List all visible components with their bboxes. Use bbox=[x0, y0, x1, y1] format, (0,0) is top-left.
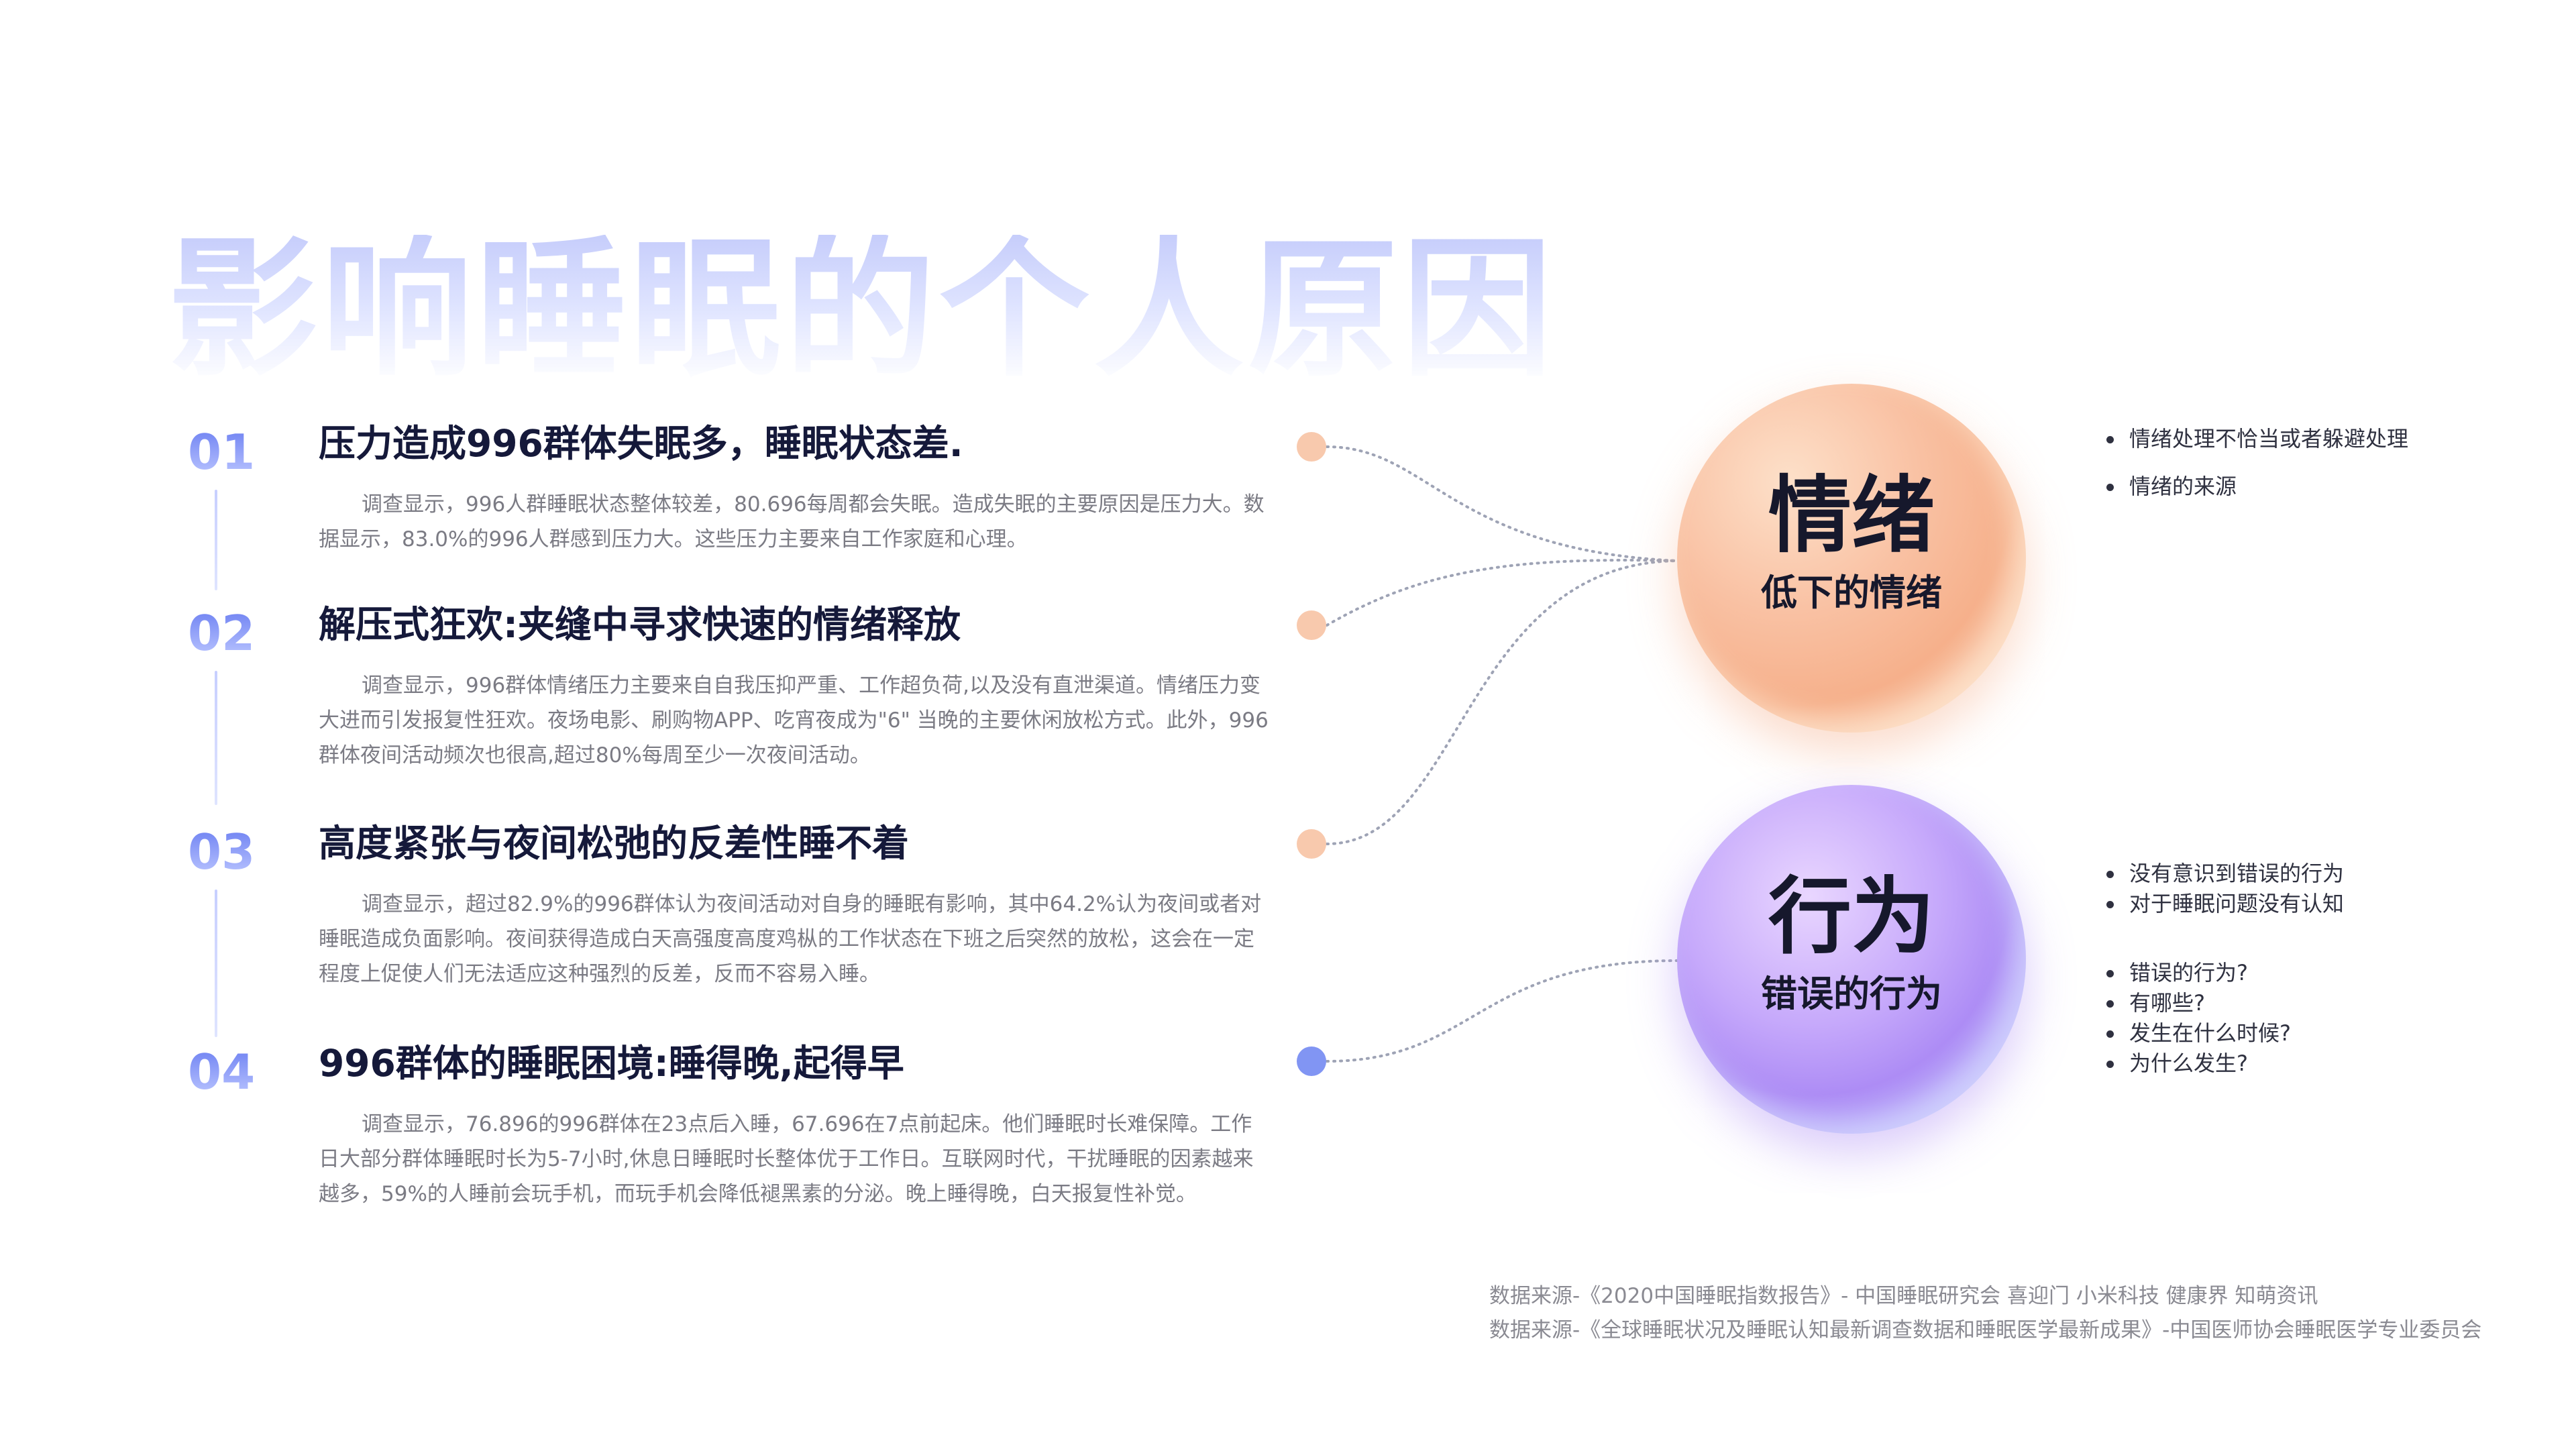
node-dot-03 bbox=[1297, 829, 1326, 859]
emotion-circle-subtitle: 低下的情绪 bbox=[1761, 572, 1942, 614]
item-body: 调查显示，超过82.9%的996群体认为夜间活动对自身的睡眠有影响，其中64.2… bbox=[319, 892, 1262, 986]
timeline-connector bbox=[215, 490, 217, 590]
behavior-bullets-a: 没有意识到错误的行为 对于睡眠问题没有认知 bbox=[2106, 859, 2344, 919]
node-dot-04 bbox=[1297, 1046, 1326, 1076]
page-title: 影响睡眠的个人原因 bbox=[168, 222, 1556, 397]
item-body: 调查显示，996人群睡眠状态整体较差，80.696每周都会失眠。造成失眠的主要原… bbox=[319, 492, 1265, 551]
item-heading: 压力造成996群体失眠多，睡眠状态差. bbox=[319, 422, 963, 465]
bullet-item: 发生在什么时候? bbox=[2106, 1018, 2291, 1049]
item-heading: 996群体的睡眠困境:睡得晚,起得早 bbox=[319, 1042, 904, 1085]
bullet-item: 对于睡眠问题没有认知 bbox=[2106, 889, 2344, 919]
timeline-connector bbox=[215, 890, 217, 1037]
behavior-circle-subtitle: 错误的行为 bbox=[1761, 973, 1942, 1015]
item-number: 03 bbox=[188, 824, 256, 880]
source-note-2: 数据来源-《全球睡眠状况及睡眠认知最新调查数据和睡眠医学最新成果》-中国医师协会… bbox=[1489, 1318, 2482, 1342]
item-number: 02 bbox=[188, 605, 256, 661]
emotion-bullets: 情绪处理不恰当或者躲避处理 情绪的来源 bbox=[2106, 424, 2408, 502]
node-dot-02 bbox=[1297, 610, 1326, 640]
behavior-circle-title: 行为 bbox=[1768, 869, 1935, 965]
bullet-item: 有哪些? bbox=[2106, 988, 2291, 1018]
item-heading: 高度紧张与夜间松弛的反差性睡不着 bbox=[319, 822, 910, 865]
item-number: 01 bbox=[188, 424, 256, 480]
emotion-circle-title: 情绪 bbox=[1768, 468, 1935, 564]
source-note-1: 数据来源-《2020中国睡眠指数报告》- 中国睡眠研究会 喜迎门 小米科技 健康… bbox=[1489, 1284, 2318, 1308]
timeline-connector bbox=[215, 671, 217, 805]
bullet-item: 为什么发生? bbox=[2106, 1049, 2291, 1079]
bullet-item: 错误的行为? bbox=[2106, 958, 2291, 988]
behavior-circle: 行为 错误的行为 bbox=[1677, 785, 2026, 1134]
node-dot-01 bbox=[1297, 432, 1326, 462]
emotion-circle: 情绪 低下的情绪 bbox=[1677, 384, 2026, 733]
behavior-bullets-b: 错误的行为? 有哪些? 发生在什么时候? 为什么发生? bbox=[2106, 958, 2291, 1079]
bullet-item: 情绪的来源 bbox=[2106, 472, 2408, 502]
connector-line-01 bbox=[1326, 445, 1678, 562]
bullet-item: 没有意识到错误的行为 bbox=[2106, 859, 2344, 889]
item-heading: 解压式狂欢:夹缝中寻求快速的情绪释放 bbox=[319, 603, 961, 646]
connector-line-04 bbox=[1326, 959, 1678, 1063]
item-body: 调查显示，76.896的996群体在23点后入睡，67.696在7点前起床。他们… bbox=[319, 1112, 1254, 1206]
item-body: 调查显示，996群体情绪压力主要来自自我压抑严重、工作超负荷,以及没有直泄渠道。… bbox=[319, 674, 1269, 767]
bullet-item: 情绪处理不恰当或者躲避处理 bbox=[2106, 424, 2408, 454]
connector-line-02 bbox=[1326, 559, 1678, 627]
item-number: 04 bbox=[188, 1044, 256, 1100]
connector-line-03 bbox=[1326, 559, 1678, 845]
